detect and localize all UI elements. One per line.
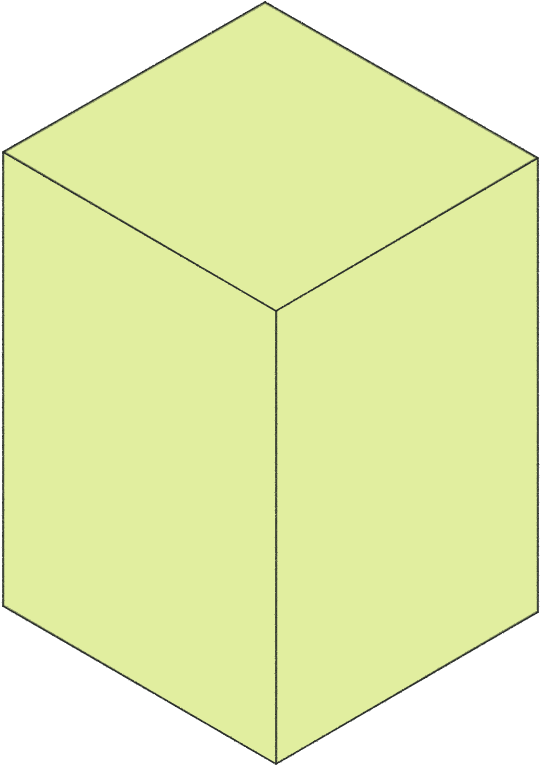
edge-bottom-right: [275, 611, 539, 765]
edge-top-back-right: [264, 1, 539, 159]
edge-bottom-left: [2, 605, 277, 765]
edge-top-front-right: [275, 157, 539, 312]
edge-top-back-left: [2, 1, 266, 153]
edge-sketch-overlay: [3, 2, 538, 764]
edge-top-front-left: [2, 151, 277, 312]
